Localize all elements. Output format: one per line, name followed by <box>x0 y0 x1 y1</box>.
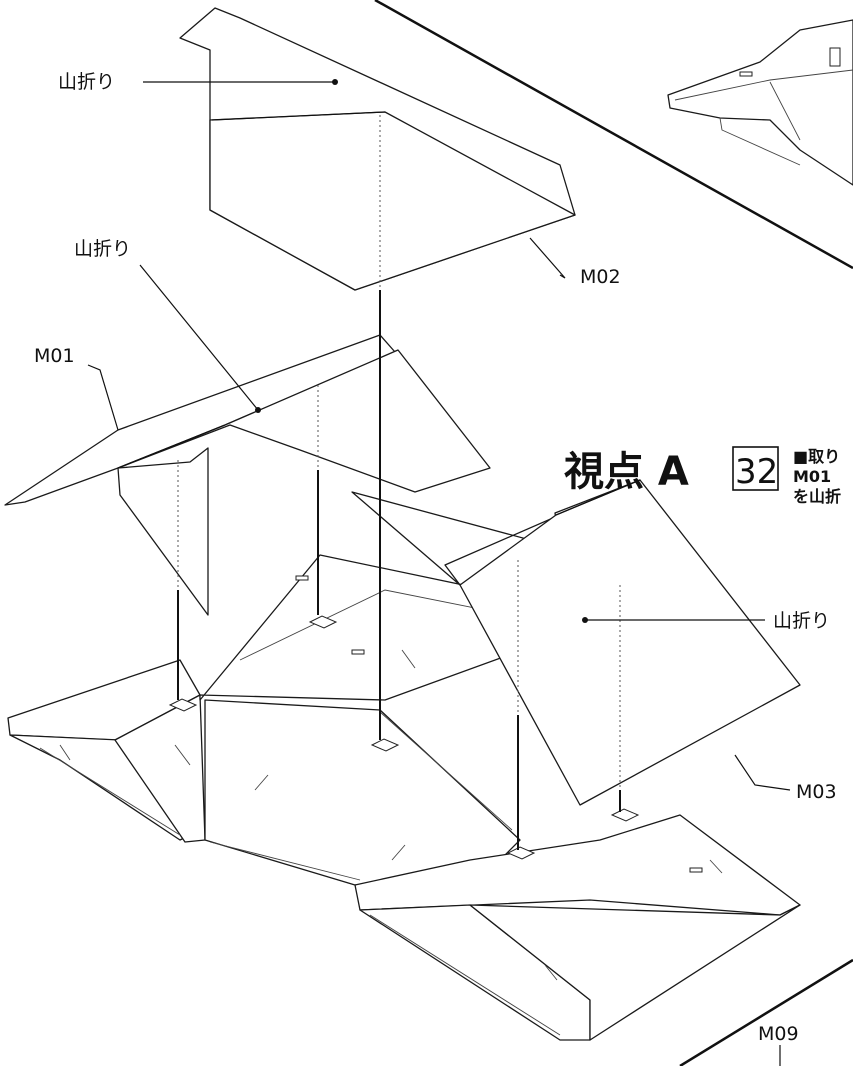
part-m02-roof <box>179 7 576 291</box>
label-fold-m01: 山折り <box>74 238 131 260</box>
part-m03-roof <box>351 479 801 806</box>
label-fold-m02: 山折り <box>58 71 115 93</box>
step-note-line3: を山折 <box>793 487 841 506</box>
view-label: 視点 A <box>564 449 689 495</box>
inset-view-top-right <box>374 0 853 270</box>
step-number-box <box>732 446 779 491</box>
part-m01-roof <box>4 334 491 616</box>
label-m01: M01 <box>34 345 75 367</box>
step-note-line1: ■取り <box>793 447 840 466</box>
label-m02: M02 <box>580 266 621 288</box>
label-m03: M03 <box>796 781 837 803</box>
connection-lines <box>177 115 621 850</box>
step-number: 32 <box>735 452 778 492</box>
base-structure <box>7 554 801 1041</box>
leader-lines <box>87 79 791 1066</box>
label-fold-m03: 山折り <box>773 610 830 632</box>
inset-view-bottom-right <box>679 958 853 1068</box>
label-m09: M09 <box>758 1023 799 1045</box>
step-note-line2: M01 <box>793 467 831 486</box>
